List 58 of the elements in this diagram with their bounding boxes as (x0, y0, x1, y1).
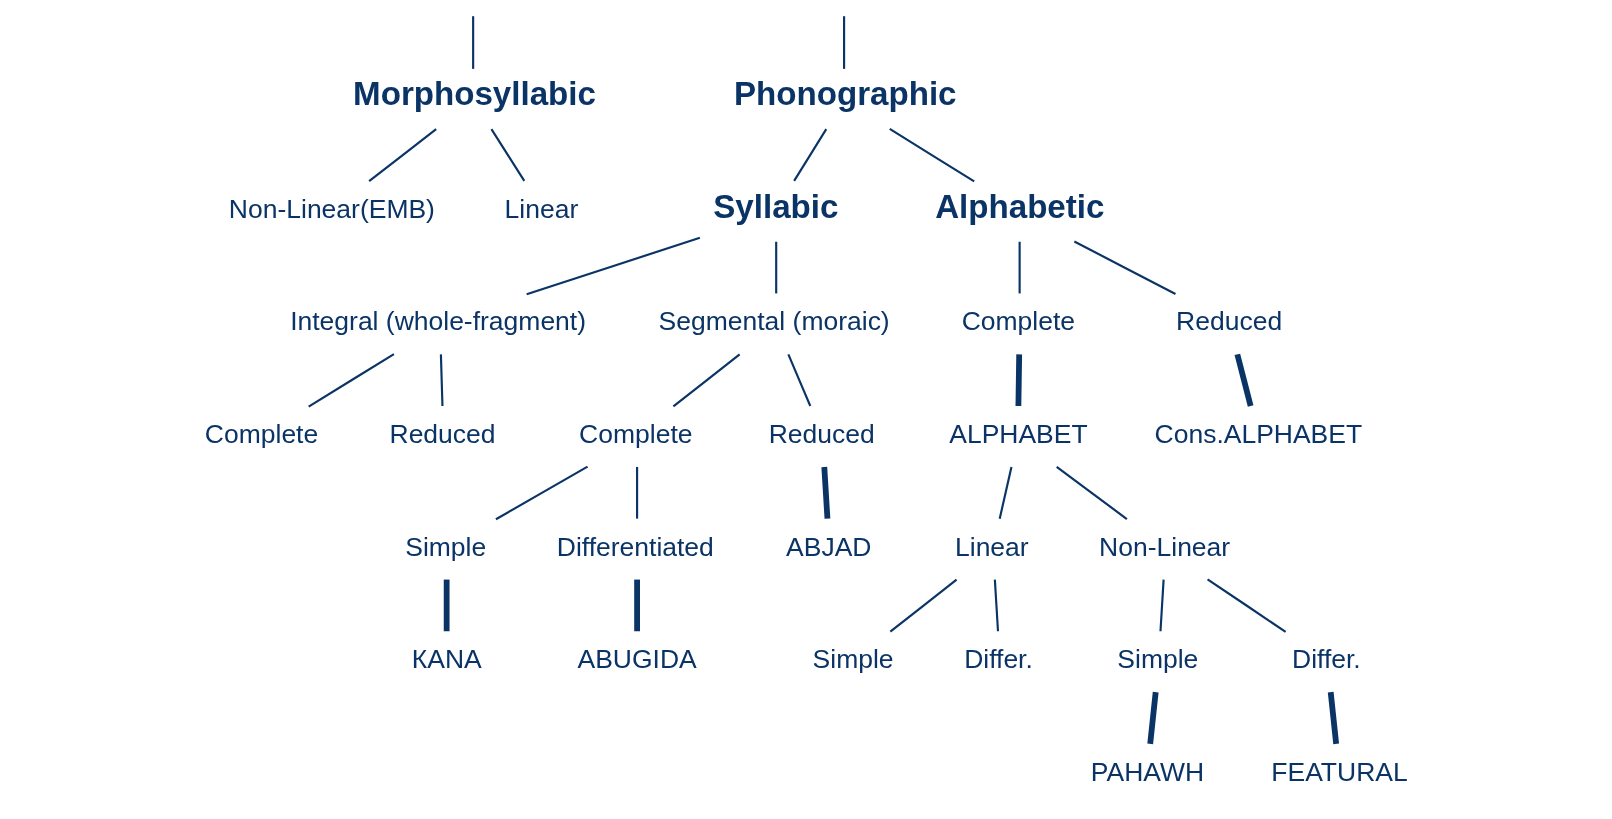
node-text: Alphabetic (935, 188, 1105, 225)
node-text: Integral (whole-fragment) (290, 306, 587, 337)
node-text: Segmental (moraic) (658, 306, 890, 337)
node-text: Complete (961, 306, 1076, 337)
node-text: Linear (955, 531, 1029, 562)
connector (775, 241, 778, 294)
connector (443, 579, 450, 632)
connector (998, 466, 1013, 519)
connector (993, 579, 1000, 632)
connector (793, 128, 828, 182)
connector (1147, 691, 1159, 745)
node-text: Simple (405, 531, 487, 562)
node-text: Syllabic (713, 188, 839, 225)
connector (843, 16, 846, 69)
node-text: Reduced (389, 418, 496, 449)
node-text: КANA (411, 644, 482, 675)
connector (634, 579, 640, 632)
node-text: Morphosyllabic (353, 75, 596, 113)
connector (472, 16, 475, 69)
node-text: ABUGIDA (577, 644, 697, 675)
connector (1056, 466, 1128, 520)
node-text: ALPHABET (949, 418, 1088, 449)
node-text: Differentiated (556, 531, 714, 562)
node-text: FEATURAL (1271, 756, 1408, 787)
connector (889, 127, 975, 183)
node-text: Reduced (1176, 306, 1283, 337)
node-text: Reduced (768, 418, 875, 449)
connector (1159, 579, 1165, 632)
node-text: Simple (1117, 644, 1199, 675)
node-text: Phonographic (733, 75, 957, 113)
node-text: Linear (504, 193, 579, 224)
connector (1206, 578, 1287, 633)
node-text: ABJAD (786, 531, 872, 562)
node-text: Simple (812, 644, 894, 675)
connector (1015, 354, 1023, 407)
node-text: Complete (579, 418, 693, 449)
connector (636, 466, 639, 519)
connector (1327, 691, 1340, 745)
node-text: Non-Linear(EMB) (228, 193, 435, 224)
connector (672, 353, 741, 408)
connector (526, 236, 701, 296)
connector (787, 353, 812, 407)
connector (490, 128, 526, 182)
connector (889, 578, 958, 633)
node-text: PAHAWH (1090, 756, 1205, 787)
connector (368, 128, 437, 183)
node-text: Differ. (1292, 644, 1361, 675)
connector (308, 353, 395, 408)
connector (1234, 353, 1254, 407)
node-text: Differ. (964, 644, 1033, 675)
node-text: Complete (204, 418, 319, 449)
connector (1018, 241, 1021, 294)
node-text: Non-Linear (1099, 531, 1231, 562)
connector (439, 354, 444, 407)
connector (821, 466, 831, 519)
connector (1073, 240, 1176, 295)
connector (495, 465, 589, 521)
node-text: Cons.ALPHABET (1154, 418, 1363, 449)
